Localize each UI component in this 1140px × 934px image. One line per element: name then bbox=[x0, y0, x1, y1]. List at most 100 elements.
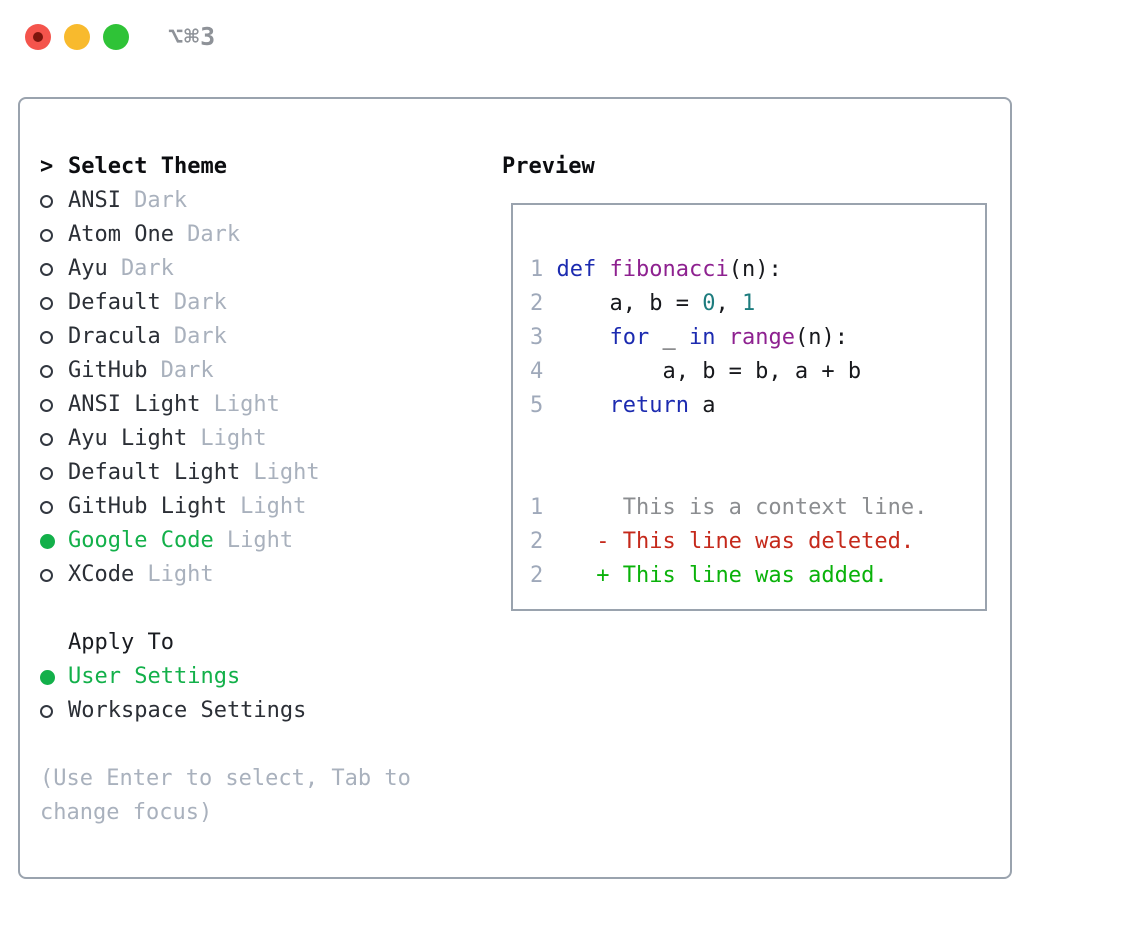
apply-to-option[interactable]: Workspace Settings bbox=[40, 694, 470, 728]
code-segment-deleted: - This line was deleted. bbox=[596, 529, 915, 554]
select-theme-header: > Select Theme bbox=[40, 150, 470, 184]
code-segment-plain bbox=[596, 257, 609, 282]
theme-variant-badge: Light bbox=[226, 528, 294, 553]
theme-name: GitHub bbox=[68, 358, 148, 383]
radio-unselected-icon[interactable] bbox=[40, 262, 68, 276]
radio-selected-icon[interactable] bbox=[40, 533, 68, 549]
radio-unselected-icon[interactable] bbox=[40, 704, 68, 718]
code-segment-plain: _ bbox=[649, 325, 689, 350]
radio-unselected-icon[interactable] bbox=[40, 364, 68, 378]
code-segment-plain: (n): bbox=[794, 325, 848, 350]
radio-unselected-icon[interactable] bbox=[40, 466, 68, 480]
theme-option[interactable]: GitHub Light Light bbox=[40, 490, 470, 524]
code-segment-num: 0 bbox=[702, 291, 716, 316]
radio-selected-icon[interactable] bbox=[40, 669, 68, 685]
close-focus-dot bbox=[33, 32, 43, 42]
code-segment-context: This is a context line. bbox=[543, 495, 928, 520]
theme-name: Ayu Light bbox=[68, 426, 188, 451]
code-segment-plain: a, b = b, a + b bbox=[543, 359, 862, 384]
code-segment-plain: a bbox=[688, 393, 716, 418]
radio-unselected-icon[interactable] bbox=[40, 432, 68, 446]
theme-name: ANSI Light bbox=[68, 392, 201, 417]
theme-name: GitHub Light bbox=[68, 494, 227, 519]
apply-to-option[interactable]: User Settings bbox=[40, 660, 470, 694]
code-line: 2 + This line was added. bbox=[530, 559, 985, 593]
theme-option[interactable]: GitHub Dark bbox=[40, 354, 470, 388]
theme-option[interactable]: Atom One Dark bbox=[40, 218, 470, 252]
radio-unselected-icon[interactable] bbox=[40, 398, 68, 412]
theme-name: Google Code bbox=[68, 528, 214, 553]
code-segment-fn: range bbox=[728, 325, 795, 350]
close-button[interactable] bbox=[25, 24, 51, 50]
theme-name: Ayu bbox=[68, 256, 108, 281]
code-line: 4 a, b = b, a + b bbox=[530, 355, 985, 389]
minimize-button[interactable] bbox=[64, 24, 90, 50]
code-line: 2 a, b = 0, 1 bbox=[530, 287, 985, 321]
theme-variant-badge: Dark bbox=[160, 358, 214, 383]
radio-circle bbox=[40, 330, 53, 344]
code-segment-plain: (n): bbox=[728, 257, 782, 282]
radio-circle bbox=[40, 262, 53, 276]
code-segment-kw: in bbox=[688, 325, 716, 350]
radio-circle bbox=[40, 704, 53, 718]
focus-marker: > bbox=[40, 154, 54, 179]
code-segment-lineno: 1 bbox=[530, 257, 544, 282]
code-segment-lineno: 2 bbox=[530, 529, 544, 554]
code-line bbox=[530, 457, 985, 491]
theme-variant-badge: Dark bbox=[173, 324, 227, 349]
code-segment-plain: , bbox=[715, 291, 742, 316]
code-line: 5 return a bbox=[530, 389, 985, 423]
theme-name: Atom One bbox=[68, 222, 174, 247]
theme-name: Dracula bbox=[68, 324, 161, 349]
radio-circle bbox=[40, 568, 53, 582]
radio-circle bbox=[40, 398, 53, 412]
spacer bbox=[40, 728, 470, 762]
radio-circle bbox=[40, 364, 53, 378]
apply-to-title: Apply To bbox=[68, 630, 174, 655]
theme-option[interactable]: Dracula Dark bbox=[40, 320, 470, 354]
theme-variant-badge: Dark bbox=[187, 222, 241, 247]
radio-circle bbox=[40, 194, 53, 208]
radio-unselected-icon[interactable] bbox=[40, 228, 68, 242]
theme-name: Default bbox=[68, 290, 161, 315]
radio-circle bbox=[40, 669, 55, 685]
code-segment-lineno: 5 bbox=[530, 393, 544, 418]
radio-circle bbox=[40, 296, 53, 310]
apply-to-header: Apply To bbox=[40, 626, 470, 660]
radio-circle bbox=[40, 500, 53, 514]
code-segment-plain bbox=[543, 325, 609, 350]
code-segment-num: 1 bbox=[741, 291, 756, 316]
radio-circle bbox=[40, 466, 53, 480]
code-segment-lineno: 4 bbox=[530, 359, 544, 384]
theme-variant-badge: Dark bbox=[134, 188, 188, 213]
code-segment-lineno: 1 bbox=[530, 495, 544, 520]
radio-circle bbox=[40, 432, 53, 446]
preview-title: Preview bbox=[502, 154, 595, 179]
maximize-button[interactable] bbox=[103, 24, 129, 50]
code-segment-fn: fibonacci bbox=[609, 257, 729, 282]
code-line: 1 def fibonacci(n): bbox=[530, 253, 985, 287]
radio-unselected-icon[interactable] bbox=[40, 568, 68, 582]
apply-option-label: User Settings bbox=[68, 664, 241, 689]
radio-unselected-icon[interactable] bbox=[40, 296, 68, 310]
radio-unselected-icon[interactable] bbox=[40, 194, 68, 208]
code-segment-plain bbox=[543, 393, 609, 418]
radio-unselected-icon[interactable] bbox=[40, 500, 68, 514]
theme-option[interactable]: Google Code Light bbox=[40, 524, 470, 558]
code-segment-kw: return bbox=[609, 393, 689, 418]
code-segment-added: + This line was added. bbox=[596, 563, 888, 588]
code-segment-plain bbox=[543, 257, 556, 282]
code-segment-kw: for bbox=[609, 325, 650, 350]
theme-variant-badge: Light bbox=[240, 494, 307, 519]
radio-unselected-icon[interactable] bbox=[40, 330, 68, 344]
